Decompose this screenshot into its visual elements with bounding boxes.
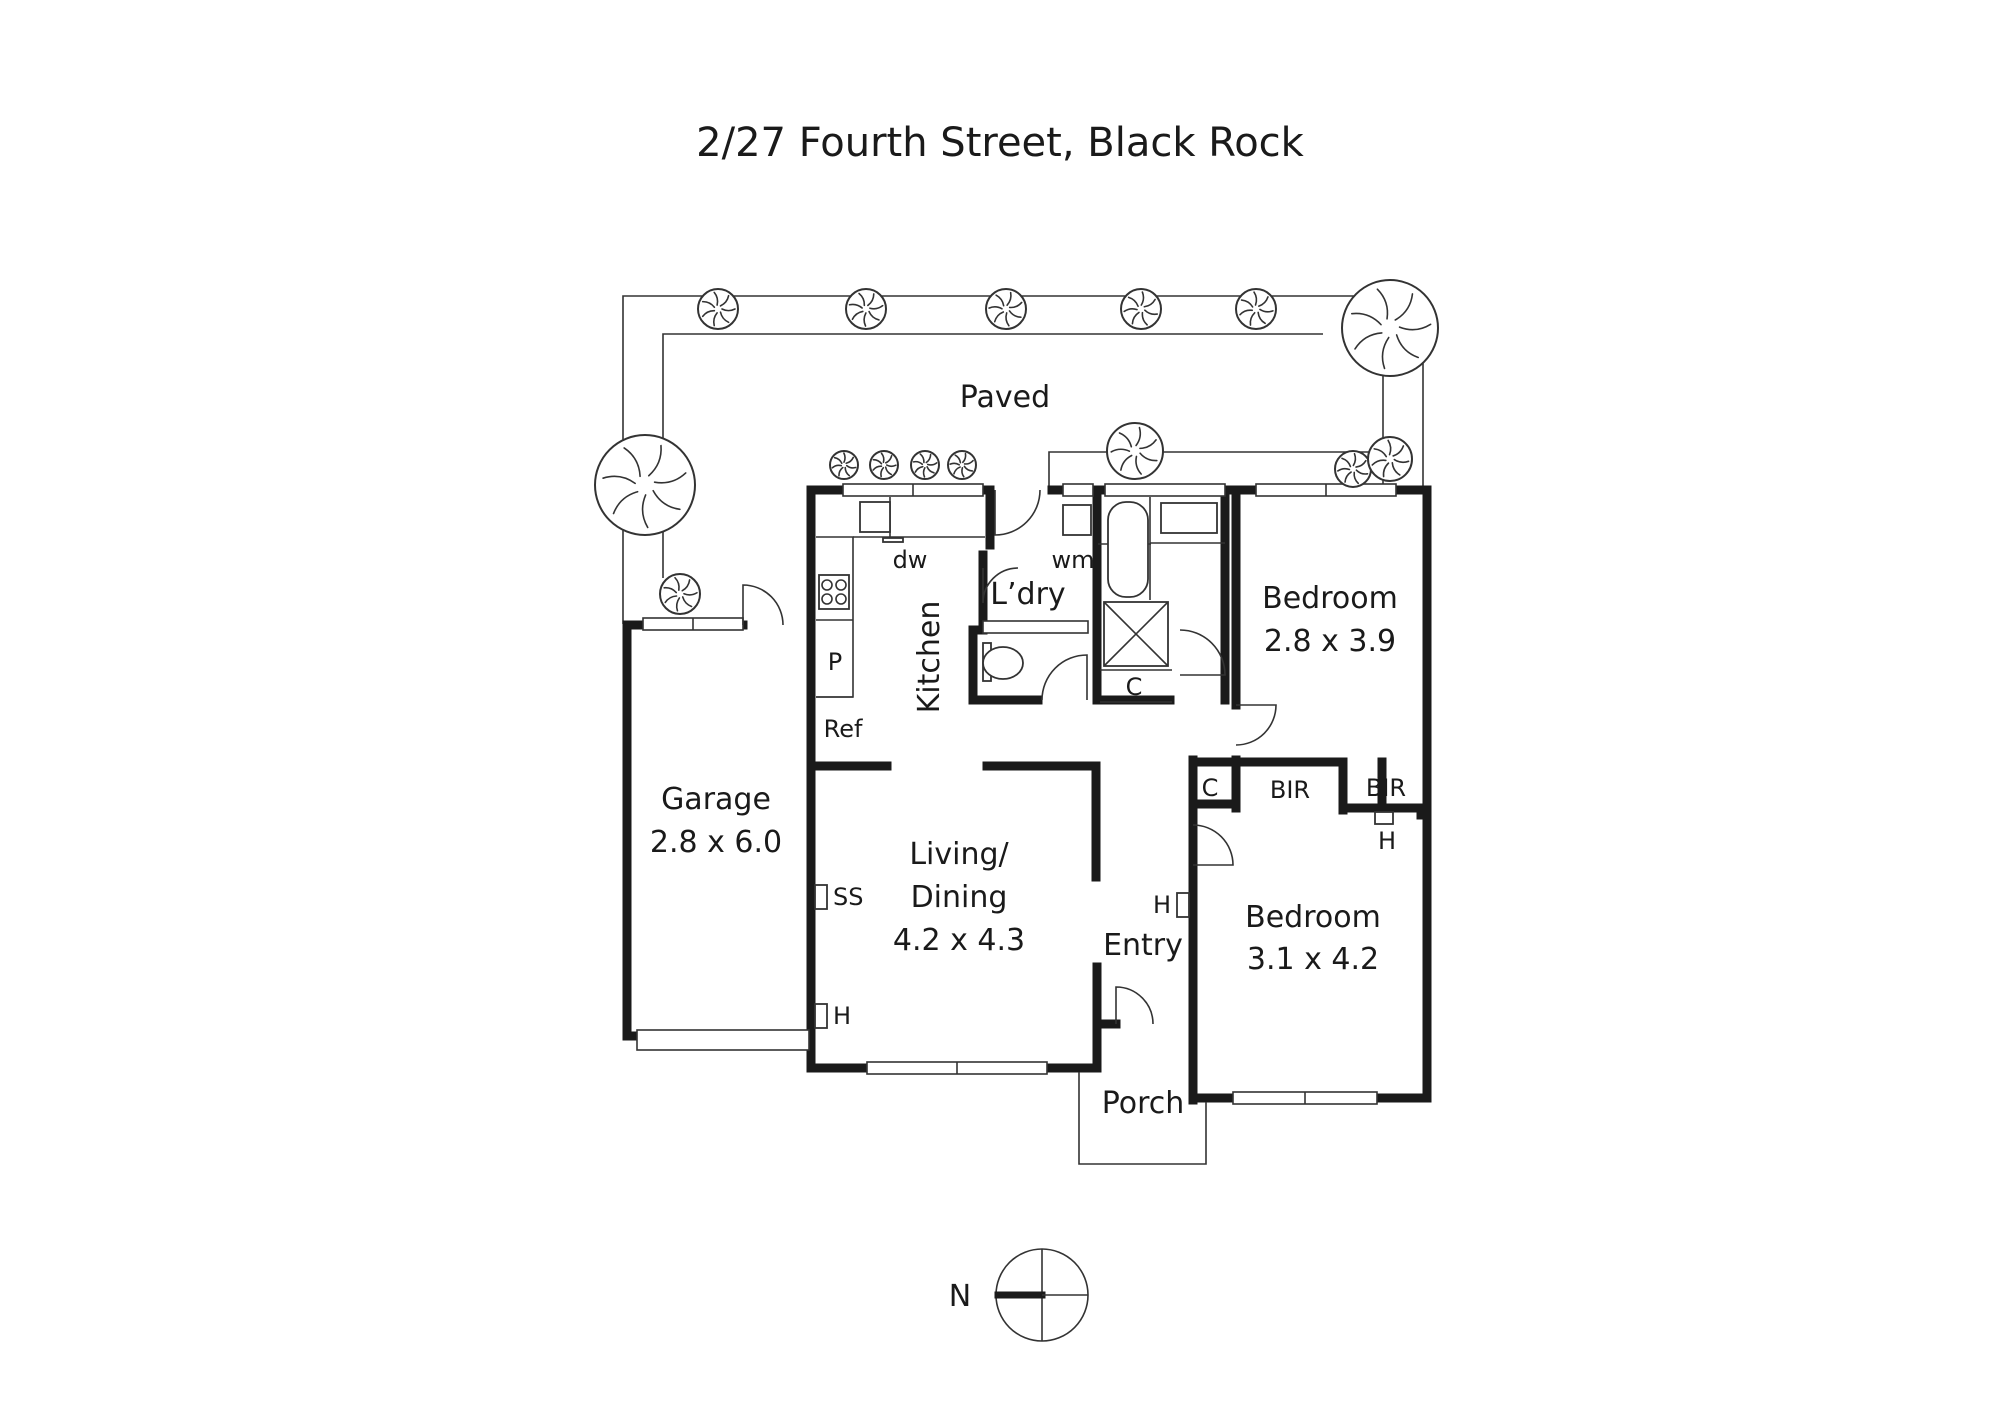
garage-label: Garage (661, 782, 771, 817)
entry-label: Entry (1103, 928, 1183, 963)
heater-living-label: H (833, 1002, 851, 1030)
compass-north-label: N (949, 1279, 971, 1314)
bir-bedroom1-label: BIR (1270, 776, 1310, 804)
pantry-label: P (828, 648, 842, 676)
cupboard-bath-label: C (1126, 673, 1143, 701)
tree-icon (659, 573, 701, 615)
garage-size: 2.8 x 6.0 (650, 825, 782, 860)
fridge-label: Ref (824, 715, 863, 743)
bedroom2-label: Bedroom (1245, 900, 1381, 935)
tree-icon (1235, 288, 1277, 330)
split-system-label: SS (833, 883, 863, 911)
bedroom1-size: 2.8 x 3.9 (1264, 624, 1396, 659)
laundry-label: L’dry (990, 577, 1065, 612)
tree-icon (869, 450, 899, 480)
doors (742, 489, 1277, 1025)
heater-entry-label: H (1153, 891, 1171, 919)
tree-icon (985, 288, 1027, 330)
tree-icon (1120, 288, 1162, 330)
bedroom2-size: 3.1 x 4.2 (1247, 942, 1379, 977)
dishwasher-label: dw (893, 546, 928, 574)
tree-icon (845, 288, 887, 330)
tree-icon (1341, 279, 1439, 377)
bir-bedroom2-label: BIR (1366, 774, 1406, 802)
tree-icon (697, 288, 739, 330)
heater-fixtures (814, 811, 1394, 1029)
north-compass (994, 1248, 1089, 1342)
living-size: 4.2 x 4.3 (893, 923, 1025, 958)
tree-icon (910, 450, 940, 480)
kitchen-fixtures (816, 497, 1151, 698)
washing-machine-label: wm (1051, 546, 1094, 574)
living-label-1: Living/ (909, 837, 1009, 872)
tree-icon (594, 434, 696, 536)
tree-icon (829, 450, 859, 480)
kitchen-label: Kitchen (912, 601, 947, 714)
tree-icon (947, 450, 977, 480)
windows (636, 483, 1397, 1105)
living-label-2: Dining (911, 880, 1008, 915)
landscape-trees (594, 279, 1439, 615)
paved-courtyard-outline (622, 295, 1424, 624)
heater-bed-label: H (1378, 827, 1396, 855)
bedroom1-label: Bedroom (1262, 581, 1398, 616)
tree-icon (1367, 436, 1413, 482)
porch-outline (1078, 1072, 1207, 1165)
paved-label: Paved (960, 380, 1050, 415)
tree-icon (1334, 450, 1372, 488)
bathroom-fixtures (1100, 497, 1225, 703)
cupboard-hall-label: C (1202, 774, 1219, 802)
plan-title: 2/27 Fourth Street, Black Rock (696, 120, 1305, 166)
porch-label: Porch (1102, 1086, 1185, 1121)
toilet-fixture (982, 642, 1024, 682)
tree-icon (1106, 422, 1164, 480)
